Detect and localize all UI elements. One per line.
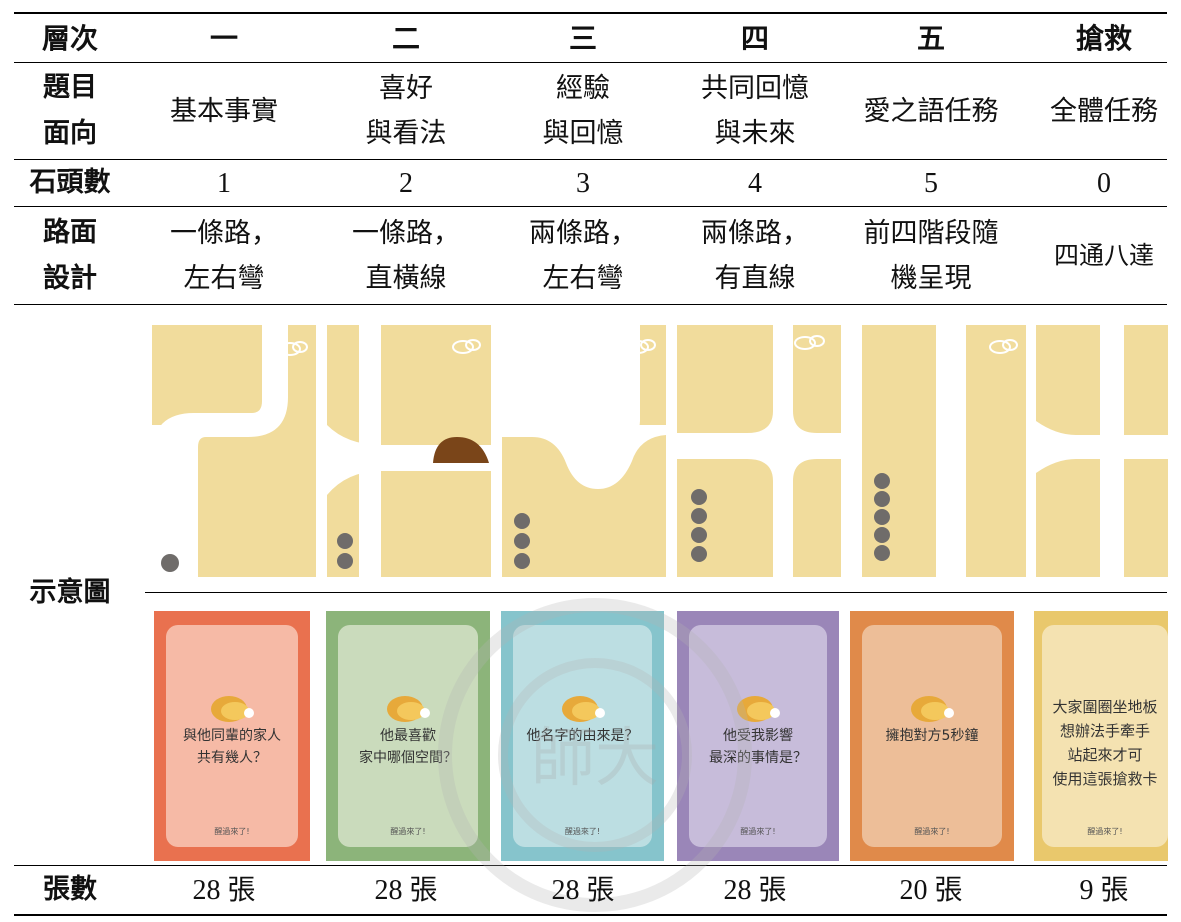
- stone-icon: [514, 513, 530, 529]
- card-level-5: 擁抱對方5秒鐘 醒過來了!: [850, 611, 1014, 861]
- stone-icon: [874, 491, 890, 507]
- board-level-3: [502, 325, 666, 577]
- stone-icon: [874, 527, 890, 543]
- level-header-1: 一: [209, 21, 238, 55]
- level-header-2: 二: [391, 21, 420, 55]
- road-level-5: 前四階段隨 機呈現: [863, 217, 999, 294]
- card-level-2: 他最喜歡 家中哪個空間？ 醒過來了!: [326, 611, 490, 861]
- card-logo: 醒過來了!: [1087, 827, 1123, 836]
- rock-bread-icon: [561, 696, 605, 722]
- road-level-4: 兩條路， 有直線: [701, 217, 809, 294]
- level-header-5: 五: [916, 21, 945, 55]
- stone-icon: [161, 554, 179, 572]
- topic-level-1: 基本事實: [170, 95, 278, 127]
- card-level-3: 他名字的由來是？ 醒過來了!: [501, 611, 664, 861]
- card-logo: 醒過來了!: [914, 827, 950, 836]
- card-level-1: 與他同輩的家人 共有幾人？ 醒過來了!: [154, 611, 310, 861]
- topic-level-2: 喜好 與看法: [365, 73, 447, 149]
- stone-icon: [874, 545, 890, 561]
- card-logo: 醒過來了!: [564, 827, 601, 836]
- cards-top-rule: [14, 865, 1167, 866]
- cloud-icon: [452, 339, 481, 354]
- row-label-topic: 題目 面向: [43, 72, 97, 149]
- topic-level-5: 愛之語任務: [863, 95, 999, 127]
- card-logo: 醒過來了!: [390, 827, 426, 836]
- cards-level-2: 28 張: [374, 874, 438, 906]
- stone-icon: [691, 527, 707, 543]
- rock-bread-icon: [737, 696, 780, 722]
- stones-level-2: 2: [399, 167, 413, 199]
- stones-level-5: 5: [924, 167, 938, 199]
- board-rescue: [1036, 325, 1168, 577]
- row-label-cards: 張數: [43, 874, 97, 905]
- stone-icon: [874, 509, 890, 525]
- board-level-5: [862, 325, 1026, 577]
- rock-bread-icon: [911, 696, 954, 722]
- board-level-2: [327, 325, 491, 577]
- stone-icon: [691, 508, 707, 524]
- card-question: 他受我影響 最深的事情是？: [709, 728, 807, 766]
- card-logo: 醒過來了!: [740, 827, 776, 836]
- topic-level-3: 經驗 與回憶: [542, 73, 624, 149]
- stones-level-1: 1: [217, 167, 231, 199]
- level-header-4: 四: [740, 21, 769, 55]
- road-level-3: 兩條路， 左右彎: [529, 217, 637, 294]
- stone-icon: [337, 533, 353, 549]
- stone-icon: [691, 489, 707, 505]
- stones-level-3: 3: [576, 167, 590, 199]
- stone-icon: [874, 473, 890, 489]
- card-question: 他名字的由來是？: [526, 728, 639, 744]
- card-question: 擁抱對方5秒鐘: [885, 728, 979, 744]
- road-level-1: 一條路， 左右彎: [170, 217, 278, 294]
- cards-rescue: 9 張: [1079, 874, 1129, 906]
- cards-level-5: 20 張: [899, 874, 963, 906]
- cloud-icon: [627, 339, 656, 354]
- topic-bottom-rule: [14, 159, 1167, 160]
- stone-icon: [514, 533, 530, 549]
- cloud-icon: [279, 341, 308, 356]
- stones-level-4: 4: [748, 167, 762, 199]
- card-logo: 醒過來了!: [214, 827, 250, 836]
- header-bottom-rule: [14, 62, 1167, 63]
- road-level-2: 一條路， 直橫線: [352, 217, 460, 294]
- level-header-rescue: 搶救: [1075, 21, 1132, 55]
- stones-rescue: 0: [1097, 167, 1111, 199]
- stone-icon: [691, 546, 707, 562]
- rock-bread-icon: [387, 696, 430, 722]
- cloud-icon: [989, 339, 1018, 354]
- topic-rescue: 全體任務: [1050, 95, 1158, 127]
- row-label-road: 路面 設計: [43, 216, 97, 294]
- row-label-diagram: 示意圖: [29, 577, 111, 608]
- table-bottom-rule: [14, 914, 1167, 916]
- card-question: 與他同輩的家人 共有幾人？: [183, 728, 281, 766]
- table-top-rule: [14, 12, 1167, 14]
- rock-icon: [433, 437, 489, 463]
- card-question: 大家圍圈坐地板 想辦法手牽手 站起來才可 使用這張搶救卡: [1052, 698, 1158, 788]
- card-rescue: 大家圍圈坐地板 想辦法手牽手 站起來才可 使用這張搶救卡 醒過來了!: [1034, 611, 1168, 861]
- cloud-icon: [794, 335, 825, 350]
- board-level-1: [152, 325, 316, 577]
- cards-level-4: 28 張: [723, 874, 787, 906]
- card-level-4: 他受我影響 最深的事情是？ 醒過來了!: [677, 611, 839, 861]
- cards-level-3: 28 張: [551, 874, 615, 906]
- board-level-4: [677, 325, 841, 577]
- stones-bottom-rule: [14, 206, 1167, 207]
- level-header-3: 三: [568, 21, 597, 55]
- topic-level-4: 共同回憶 與未來: [701, 73, 809, 149]
- rock-bread-icon: [211, 696, 254, 722]
- stone-icon: [514, 553, 530, 569]
- card-question: 他最喜歡 家中哪個空間？: [359, 728, 457, 766]
- cards-level-1: 28 張: [192, 874, 256, 906]
- diagram-mid-rule: [145, 592, 1167, 593]
- road-bottom-rule: [14, 304, 1167, 305]
- row-label-level: 層次: [41, 21, 98, 55]
- stone-icon: [337, 553, 353, 569]
- row-label-stones: 石頭數: [29, 167, 111, 198]
- road-rescue: 四通八達: [1053, 241, 1154, 270]
